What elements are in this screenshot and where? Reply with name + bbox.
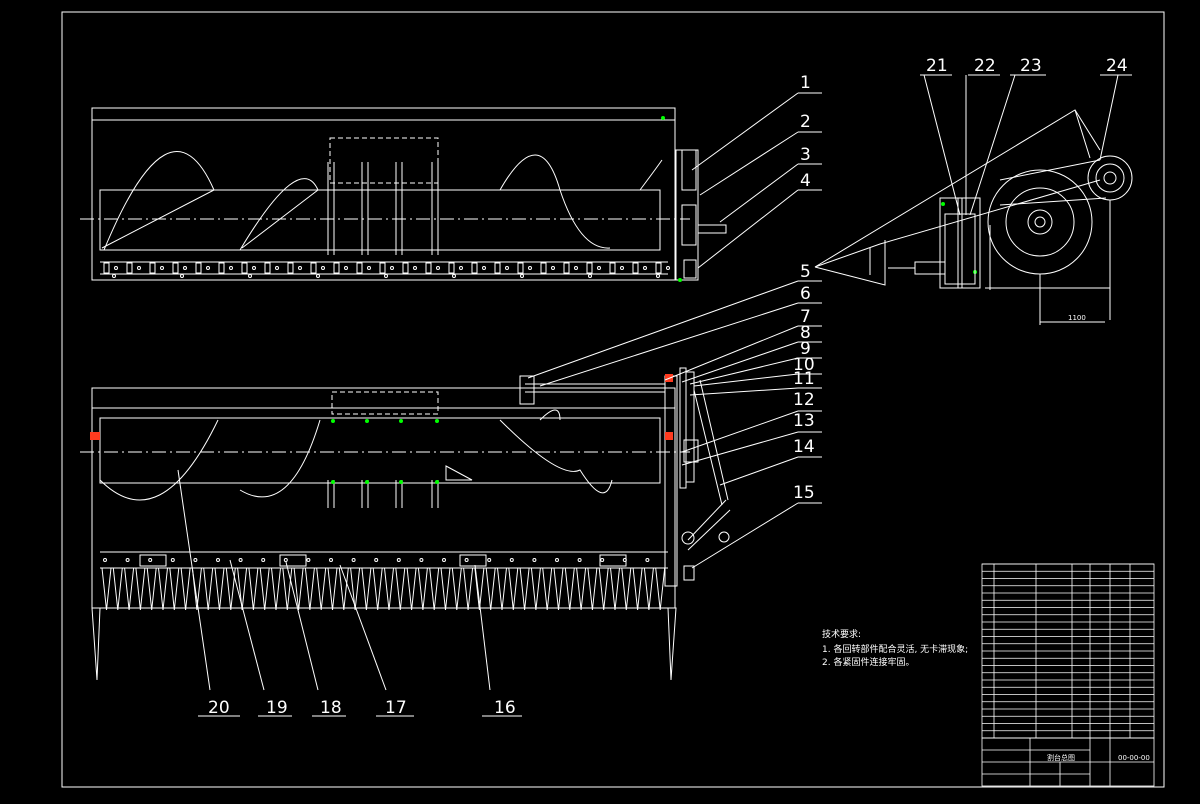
callout-label: 11 xyxy=(793,369,815,389)
callout-label: 15 xyxy=(793,483,815,503)
callout-label: 16 xyxy=(494,698,516,718)
top-view-header xyxy=(80,107,727,281)
callout-label: 4 xyxy=(800,171,811,191)
callout-label: 21 xyxy=(926,56,948,76)
side-view-dimension: 1100 xyxy=(1068,314,1086,322)
callout-label: 7 xyxy=(800,307,811,327)
front-view-header xyxy=(80,367,731,681)
callout-label: 20 xyxy=(208,698,230,718)
callout-label: 3 xyxy=(800,145,811,165)
title-block xyxy=(981,737,1155,787)
cutter-chain-top xyxy=(103,262,670,278)
callout-label: 13 xyxy=(793,411,815,431)
green-red-markers xyxy=(90,116,977,484)
parts-list-table xyxy=(981,563,1155,739)
callout-label: 8 xyxy=(800,323,811,343)
tech-notes-title: 技术要求: xyxy=(822,628,861,640)
callout-label: 22 xyxy=(974,56,996,76)
callout-label: 17 xyxy=(385,698,407,718)
sheet-border xyxy=(61,11,1165,788)
callout-label: 24 xyxy=(1106,56,1128,76)
callout-label: 23 xyxy=(1020,56,1042,76)
side-view xyxy=(814,74,1133,325)
callout-leaders xyxy=(177,74,1132,717)
callout-label: 5 xyxy=(800,262,811,282)
callout-label: 18 xyxy=(320,698,342,718)
cutter-knife-teeth xyxy=(101,554,666,611)
callout-label: 19 xyxy=(266,698,288,718)
tech-note-2: 2. 各紧固件连接牢固。 xyxy=(822,656,914,668)
tech-note-1: 1. 各回转部件配合灵活, 无卡滞现象; xyxy=(822,643,968,655)
technical-notes: 技术要求: 1. 各回转部件配合灵活, 无卡滞现象; 2. 各紧固件连接牢固。 xyxy=(822,628,968,668)
title-block-drawing-name: 割台总图 xyxy=(1047,753,1075,762)
callout-label: 9 xyxy=(800,339,811,359)
callout-label: 12 xyxy=(793,390,815,410)
callout-label: 2 xyxy=(800,112,811,132)
callout-label: 10 xyxy=(793,355,815,375)
callout-label: 1 xyxy=(800,73,811,93)
title-block-drawing-number: 00-00-00 xyxy=(1118,754,1150,762)
callout-label: 6 xyxy=(800,284,811,304)
callout-label: 14 xyxy=(793,437,815,457)
